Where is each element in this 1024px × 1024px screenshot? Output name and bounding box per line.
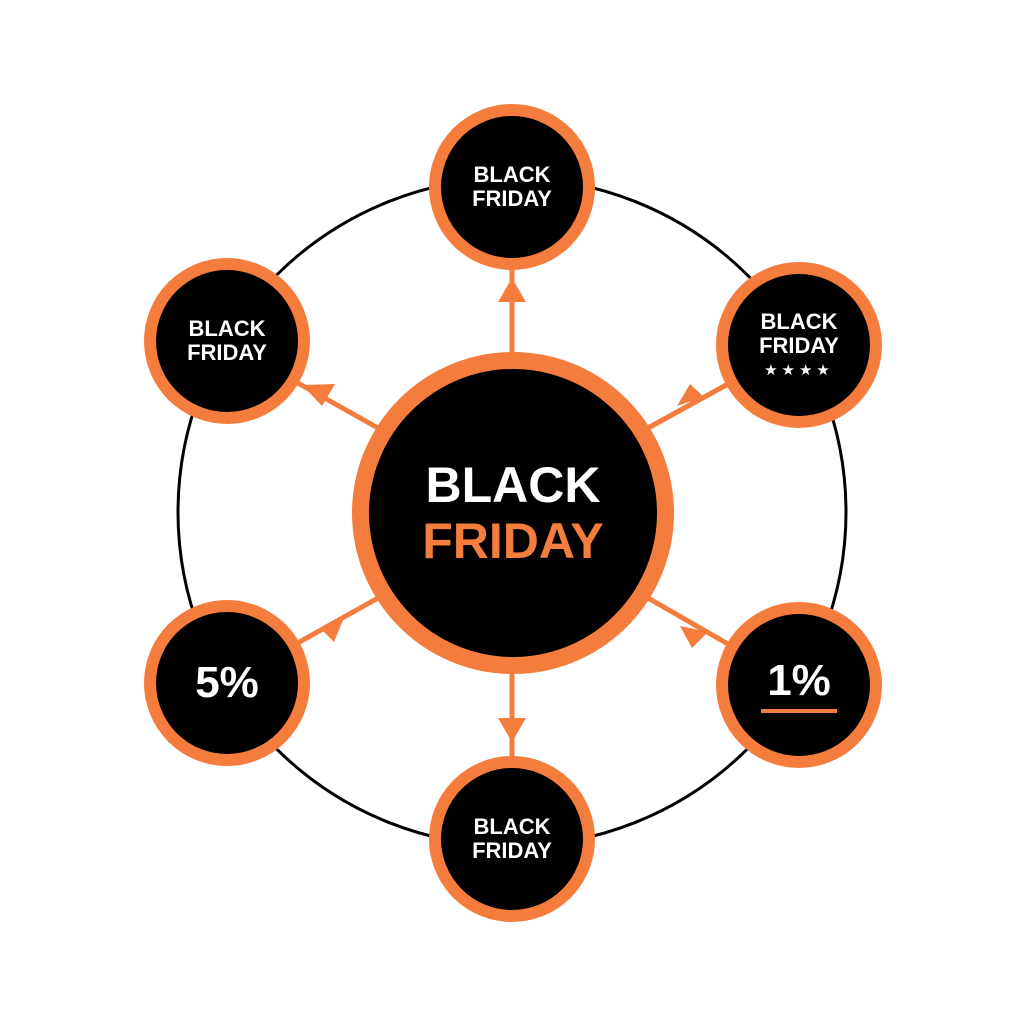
connector-top-right [646, 381, 730, 431]
satellite-top: BLACK FRIDAY [429, 104, 595, 270]
discount-value: 1% [767, 656, 831, 705]
center-line2: FRIDAY [422, 513, 604, 569]
arrowhead-icon [320, 618, 344, 642]
connector-bottom-right [646, 595, 730, 648]
satellite-line2: FRIDAY [759, 333, 839, 358]
satellite-top-left: BLACK FRIDAY [144, 258, 310, 424]
connector-top-left [294, 379, 380, 431]
arrowhead-icon [302, 384, 335, 406]
arrowhead-icon [498, 718, 526, 742]
satellite-bottom: BLACK FRIDAY [429, 756, 595, 922]
satellite-line2: FRIDAY [472, 838, 552, 863]
arrowhead-icon [677, 384, 704, 406]
center-line1: BLACK [425, 457, 601, 513]
satellite-line2: FRIDAY [187, 340, 267, 365]
satellite-line1: BLACK [473, 814, 551, 839]
satellite-line1: BLACK [760, 309, 838, 334]
connector-bottom-left [294, 595, 380, 647]
satellite-bottom-left: 5% [144, 600, 310, 766]
arrowhead-icon [498, 278, 526, 302]
satellite-bottom-right: 1% [716, 602, 882, 768]
arrowhead-icon [680, 626, 708, 648]
connector-top [498, 270, 526, 352]
center-node: BLACK FRIDAY [352, 352, 674, 674]
satellite-top-right: BLACK FRIDAY ★★★★ [716, 262, 882, 428]
satellite-line1: BLACK [473, 162, 551, 187]
star-rating-icon: ★★★★ [764, 362, 834, 379]
connector-bottom [498, 674, 526, 760]
satellite-line2: FRIDAY [472, 186, 552, 211]
discount-value: 5% [195, 658, 259, 707]
satellite-line1: BLACK [188, 316, 266, 341]
underline-bar [761, 709, 837, 713]
